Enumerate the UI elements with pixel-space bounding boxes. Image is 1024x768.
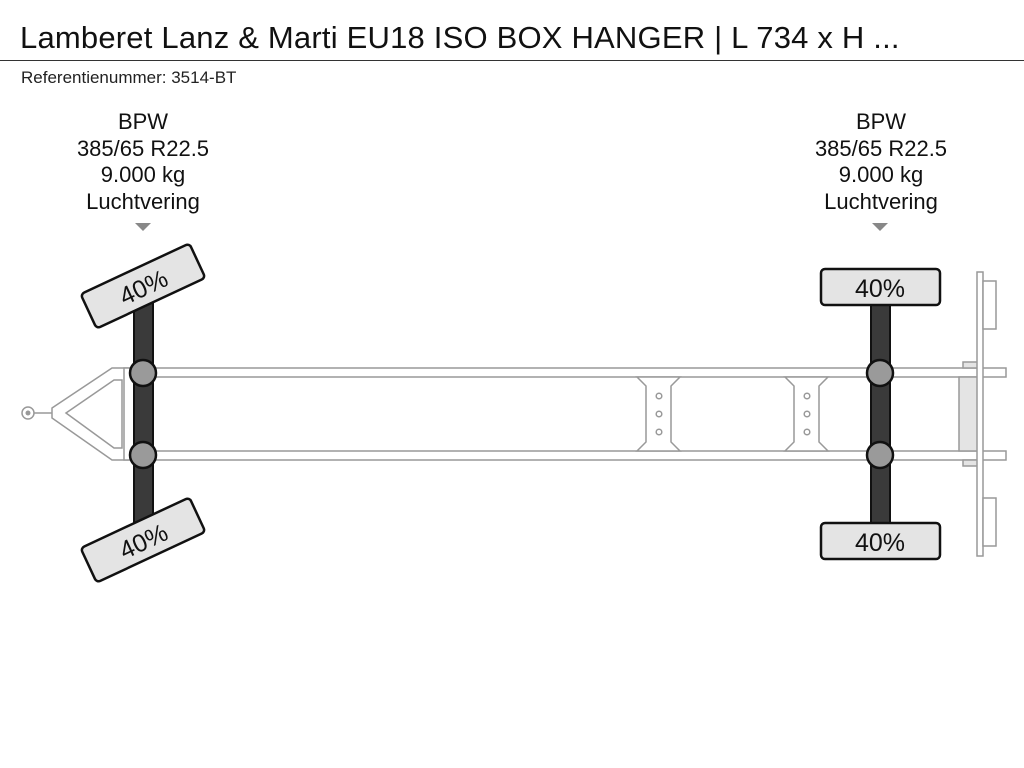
axle-2-brand: BPW (855, 109, 907, 134)
axle-1-suspension: Luchtvering (86, 188, 200, 214)
cross-members (635, 376, 830, 452)
axle-2: 40% 40% (819, 267, 942, 561)
rear-bumper (958, 271, 997, 557)
axle-2-tire-top: 40% (819, 267, 942, 307)
axle-1-hub-top (128, 358, 158, 388)
axle-2-suspension: Luchtvering (824, 188, 938, 214)
axle-2-beam (870, 299, 891, 529)
axle-1-info: BPW 385/65 R22.5 9.000 kg Luchtvering (33, 109, 253, 215)
title-divider (0, 60, 1024, 61)
axle-2-load: 9.000 kg (838, 162, 924, 187)
drawbar (21, 367, 145, 461)
axle-1-brand: BPW (117, 109, 169, 134)
axle-1-tire-size: 385/65 R22.5 (76, 135, 210, 161)
axle-1-marker-icon (135, 223, 151, 231)
axle-2-tire-size: 385/65 R22.5 (814, 135, 948, 161)
axle-2-marker-icon (872, 223, 888, 231)
axle-1-beam (133, 289, 154, 541)
axle-1-load: 9.000 kg (100, 162, 186, 187)
axle-2-tire-bottom: 40% (819, 521, 942, 561)
page-title: Lamberet Lanz & Marti EU18 ISO BOX HANGE… (20, 20, 900, 55)
axle-2-tire-top-label: 40% (855, 275, 905, 303)
axle-2-tire-bottom-label: 40% (855, 529, 905, 557)
axle-2-hub-bottom (865, 440, 895, 470)
axle-1: 40% 40% (80, 243, 206, 583)
axle-1-hub-bottom (128, 440, 158, 470)
axle-1-tire-bottom: 40% (80, 497, 206, 583)
reference-number: Referentienummer: 3514-BT (21, 68, 237, 87)
axle-2-hub-top (865, 358, 895, 388)
axle-2-info: BPW 385/65 R22.5 9.000 kg Luchtvering (771, 109, 991, 215)
